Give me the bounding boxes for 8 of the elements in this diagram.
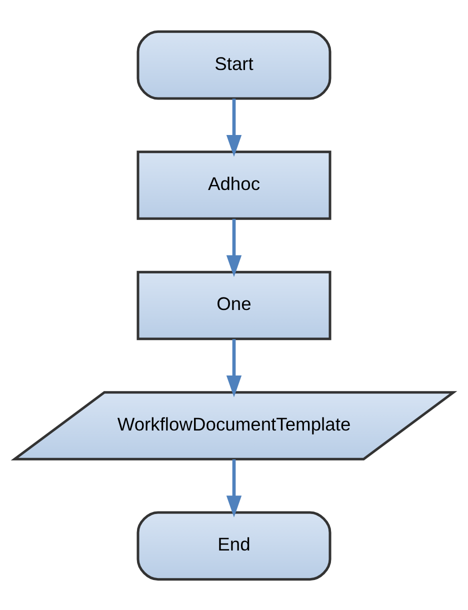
- arrow: [226, 98, 242, 156]
- node-box: One: [136, 270, 332, 340]
- node-box: Start: [136, 30, 332, 100]
- node-box: End: [136, 510, 332, 580]
- arrow: [226, 338, 242, 397]
- arrow: [226, 218, 242, 276]
- arrow: [226, 458, 242, 517]
- node-box: Adhoc: [136, 150, 332, 220]
